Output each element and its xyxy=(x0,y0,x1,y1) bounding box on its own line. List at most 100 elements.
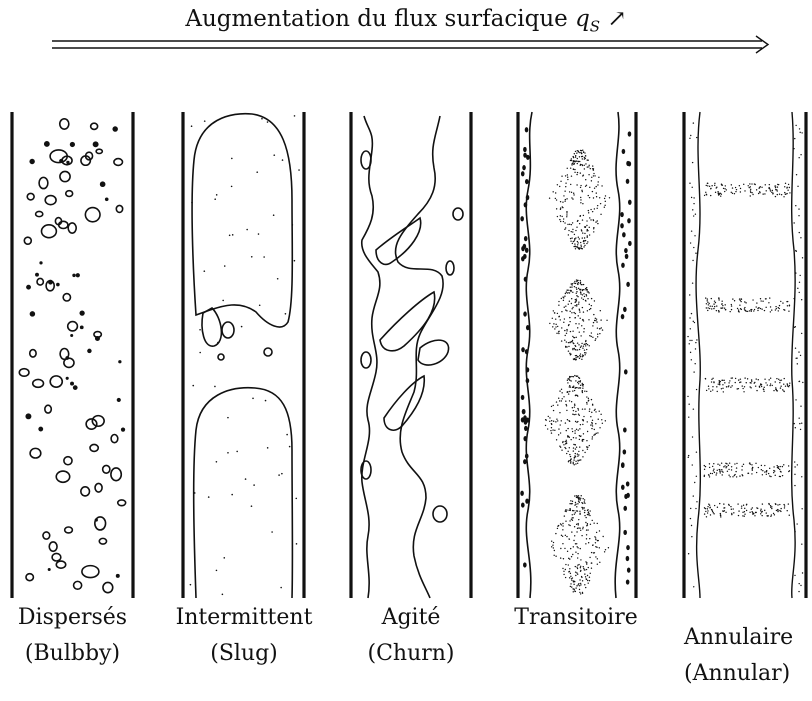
mist-dot xyxy=(578,161,579,162)
wave-dot xyxy=(741,469,742,470)
mist-dot xyxy=(569,568,570,569)
wave-dot xyxy=(779,466,780,467)
film-dot xyxy=(692,282,693,283)
film-dot xyxy=(798,583,799,584)
mist-dot xyxy=(560,207,561,208)
mist-dot xyxy=(592,165,593,166)
regime-label-transitional: Transitoire xyxy=(496,600,656,636)
film-droplet xyxy=(524,202,528,207)
mist-dot xyxy=(579,459,580,460)
mist-dot xyxy=(579,415,580,416)
mist-dot xyxy=(587,229,588,230)
wave-dot xyxy=(730,387,731,388)
mist-dot xyxy=(591,562,592,563)
bubble xyxy=(64,457,72,465)
wave-dot xyxy=(714,505,715,506)
mist-dot xyxy=(591,177,592,178)
liquid-dot xyxy=(282,159,284,161)
mist-dot xyxy=(573,447,574,448)
wave-dot xyxy=(776,308,777,309)
mist-dot xyxy=(566,430,567,431)
wave-dot xyxy=(751,183,752,184)
mist-dot xyxy=(588,195,589,196)
mist-dot xyxy=(582,384,583,385)
mist-dot xyxy=(561,298,562,299)
wave-dot xyxy=(729,476,730,477)
mist-dot xyxy=(568,538,569,539)
wave-dot xyxy=(765,298,766,299)
film-dot xyxy=(795,427,796,428)
mist-dot xyxy=(589,515,590,516)
mist-dot xyxy=(572,198,573,199)
mist-dot xyxy=(561,311,562,312)
wave-dot xyxy=(779,194,780,195)
mist-dot xyxy=(565,422,566,423)
liquid-dot xyxy=(267,447,269,449)
mist-dot xyxy=(579,311,580,312)
mist-dot xyxy=(577,376,578,377)
film-droplet xyxy=(626,282,630,287)
mist-dot xyxy=(564,222,565,223)
mist-dot xyxy=(574,153,575,154)
film-dot xyxy=(688,455,689,456)
mist-dot xyxy=(591,438,592,439)
film-droplet xyxy=(626,579,630,584)
film-dot xyxy=(689,294,690,295)
mist-dot xyxy=(592,325,593,326)
mist-dot xyxy=(566,453,567,454)
mist-dot xyxy=(551,424,552,425)
mist-dot xyxy=(589,538,590,539)
wave-dot xyxy=(723,391,724,392)
mist-dot xyxy=(564,296,565,297)
mist-dot xyxy=(595,186,596,187)
mist-dot xyxy=(569,385,570,386)
wave-dot xyxy=(772,193,773,194)
wave-dot xyxy=(731,304,732,305)
mist-dot xyxy=(586,391,587,392)
wave-dot xyxy=(786,193,787,194)
mist-dot xyxy=(579,152,580,153)
film-droplet xyxy=(622,149,626,154)
mist-dot xyxy=(587,298,588,299)
mist-dot xyxy=(581,325,582,326)
film-dot xyxy=(691,525,692,526)
wave-dot xyxy=(706,185,707,186)
wave-dot xyxy=(749,462,750,463)
bubble-dot xyxy=(117,398,121,402)
wave-dot xyxy=(780,508,781,509)
wave-dot xyxy=(752,507,753,508)
wave-dot xyxy=(732,377,733,378)
mist-dot xyxy=(579,216,580,217)
mist-dot xyxy=(557,313,558,314)
mist-dot xyxy=(582,156,583,157)
film-dot xyxy=(692,464,693,465)
mist-dot xyxy=(575,512,576,513)
wave-dot xyxy=(716,386,717,387)
wave-dot xyxy=(723,380,724,381)
wave-dot xyxy=(742,385,743,386)
wave-dot xyxy=(740,188,741,189)
mist-dot xyxy=(571,303,572,304)
mist-dot xyxy=(581,229,582,230)
mist-dot xyxy=(576,291,577,292)
film-droplet xyxy=(624,494,628,499)
film-dot xyxy=(693,215,694,216)
film-dot xyxy=(696,389,697,390)
film-dot xyxy=(798,351,799,352)
wave-dot xyxy=(720,193,721,194)
film-dot xyxy=(798,215,799,216)
film-dot xyxy=(695,342,696,343)
wave-dot xyxy=(725,185,726,186)
wave-dot xyxy=(769,475,770,476)
mist-dot xyxy=(597,563,598,564)
wave-dot xyxy=(726,463,727,464)
mist-dot xyxy=(584,503,585,504)
mist-dot xyxy=(562,398,563,399)
wave-dot xyxy=(719,469,720,470)
wave-dot xyxy=(709,463,710,464)
mist-dot xyxy=(549,417,550,418)
wave-dot xyxy=(716,310,717,311)
mist-dot xyxy=(580,424,581,425)
bubble xyxy=(19,369,29,377)
film-dot xyxy=(801,476,802,477)
